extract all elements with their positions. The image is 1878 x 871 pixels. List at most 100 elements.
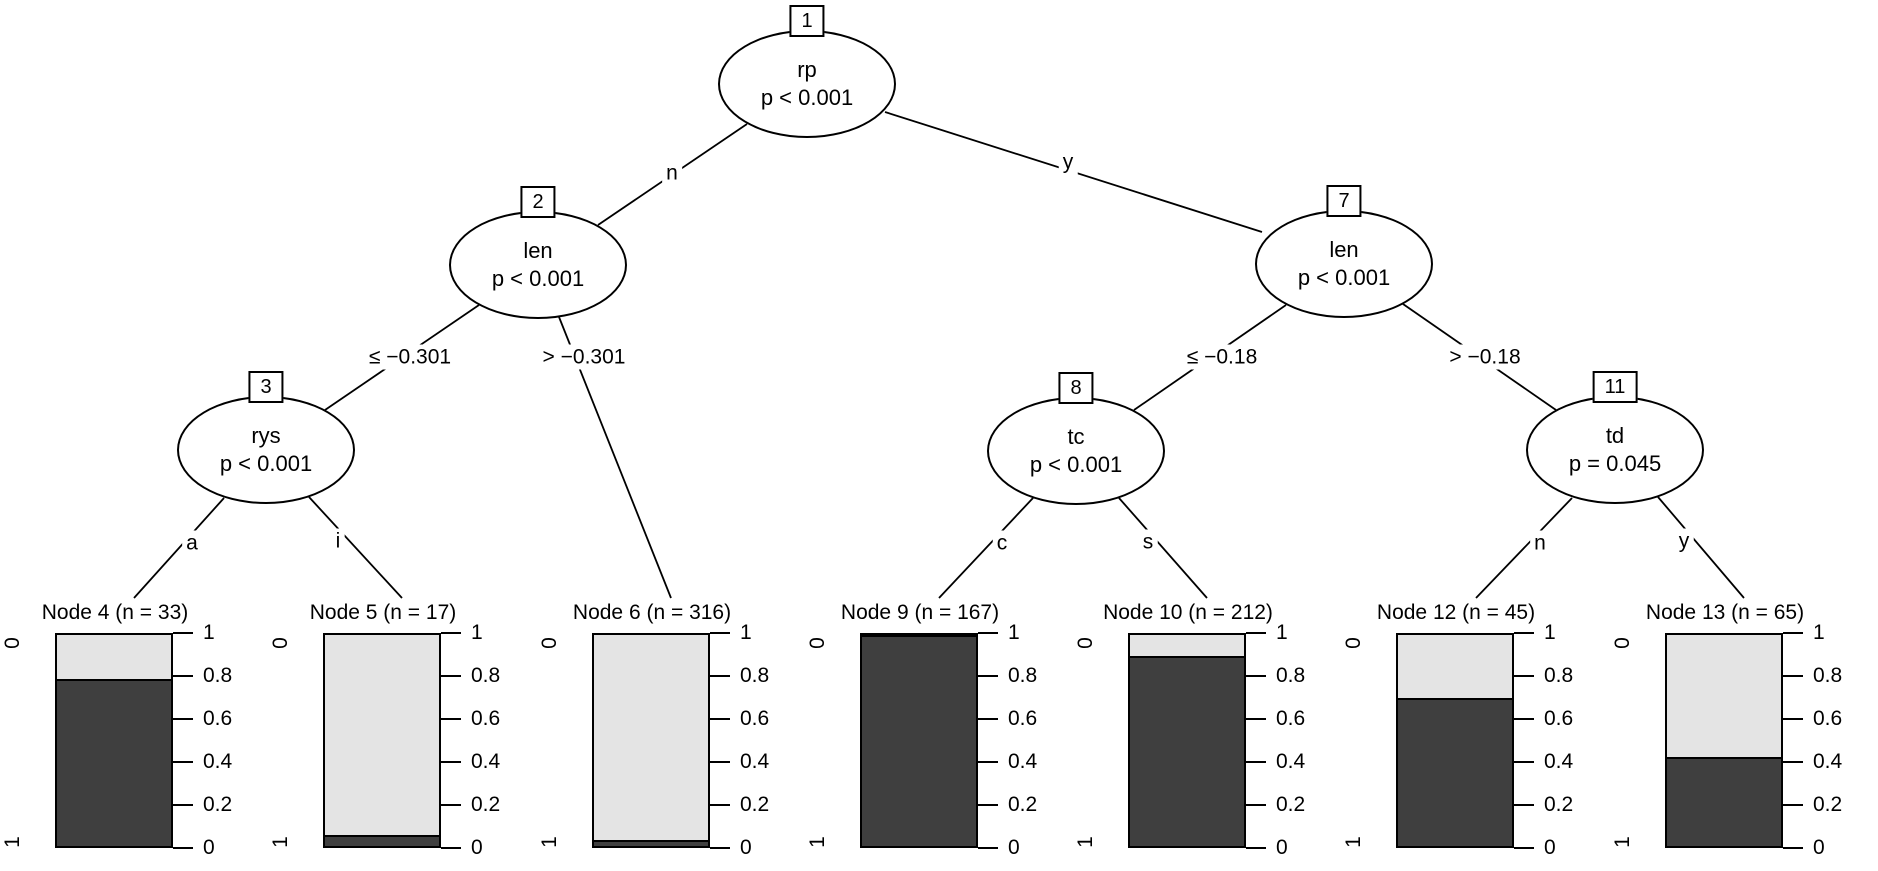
category-label-0: 0 bbox=[269, 637, 292, 649]
axis-tick bbox=[710, 675, 730, 677]
axis-tick-label: 1 bbox=[203, 621, 215, 644]
axis-tick bbox=[710, 632, 730, 634]
axis-tick bbox=[1783, 804, 1803, 806]
p-value: p = 0.045 bbox=[1568, 451, 1662, 476]
node-id-badge: 11 bbox=[1592, 371, 1638, 403]
category-label-0: 0 bbox=[806, 637, 829, 649]
split-variable: td bbox=[1605, 423, 1625, 448]
axis-tick-label: 0.6 bbox=[740, 707, 770, 730]
axis-tick-label: 0.2 bbox=[1813, 793, 1843, 816]
edge-label-gt-018: > −0.18 bbox=[1445, 344, 1525, 370]
axis-tick bbox=[441, 718, 461, 720]
terminal-panel-node-10: Node 10 (n = 212) 0 1 1 0.8 0.6 0.4 0.2 … bbox=[1073, 0, 1341, 871]
node-id-badge: 2 bbox=[520, 186, 556, 218]
axis-tick bbox=[1514, 632, 1534, 634]
tree-node-3: 3 rys p < 0.001 bbox=[177, 371, 355, 504]
edge-label-le-018: ≤ −0.18 bbox=[1182, 344, 1262, 370]
axis-tick bbox=[173, 718, 193, 720]
split-variable: tc bbox=[1067, 424, 1085, 449]
axis-tick-label: 0.2 bbox=[1276, 793, 1306, 816]
axis-tick-label: 0.6 bbox=[1544, 707, 1574, 730]
terminal-title: Node 4 (n = 33) bbox=[41, 601, 189, 624]
axis-tick bbox=[441, 847, 461, 849]
stacked-bar bbox=[1665, 633, 1783, 848]
category-label-0: 0 bbox=[1074, 637, 1097, 649]
edge-label-n2: n bbox=[1530, 530, 1550, 556]
axis-tick-label: 0.6 bbox=[203, 707, 233, 730]
category-label-1: 1 bbox=[1611, 836, 1634, 848]
node-text: td p = 0.045 bbox=[1526, 396, 1704, 504]
axis-tick bbox=[1514, 675, 1534, 677]
axis-tick-label: 0.4 bbox=[1276, 750, 1306, 773]
axis-tick-label: 0 bbox=[1276, 836, 1288, 859]
stacked-bar bbox=[592, 633, 710, 848]
axis-tick bbox=[1246, 804, 1266, 806]
axis-tick-label: 1 bbox=[1813, 621, 1825, 644]
node-id-badge: 1 bbox=[789, 5, 825, 37]
axis-tick-label: 0.6 bbox=[1008, 707, 1038, 730]
terminal-title: Node 10 (n = 212) bbox=[1103, 601, 1273, 624]
axis-tick bbox=[173, 804, 193, 806]
axis-tick-label: 0.8 bbox=[740, 664, 770, 687]
p-value: p < 0.001 bbox=[491, 266, 585, 291]
stacked-bar bbox=[860, 633, 978, 848]
axis-tick-label: 1 bbox=[1544, 621, 1556, 644]
axis-tick-label: 0 bbox=[1008, 836, 1020, 859]
edge-line-8-10 bbox=[1118, 497, 1208, 599]
tree-node-1: 1 rp p < 0.001 bbox=[718, 5, 896, 138]
axis-tick-label: 0.8 bbox=[1008, 664, 1038, 687]
bar-segment-dark bbox=[57, 679, 171, 846]
axis-tick-label: 1 bbox=[1008, 621, 1020, 644]
axis-tick bbox=[978, 761, 998, 763]
category-label-0: 0 bbox=[538, 637, 561, 649]
axis-tick bbox=[173, 675, 193, 677]
axis-tick-label: 0.6 bbox=[1813, 707, 1843, 730]
split-variable: len bbox=[1329, 237, 1359, 262]
terminal-title: Node 9 (n = 167) bbox=[840, 601, 1000, 624]
edge-label-n: n bbox=[662, 160, 682, 186]
stacked-bar bbox=[323, 633, 441, 848]
edge-label-s: s bbox=[1138, 529, 1158, 555]
bar-segment-dark bbox=[862, 635, 976, 846]
node-ellipse bbox=[1255, 210, 1433, 318]
edge-line-11-13 bbox=[1657, 496, 1745, 599]
tree-node-11: 11 td p = 0.045 bbox=[1526, 371, 1704, 504]
p-value: p < 0.001 bbox=[760, 85, 854, 110]
axis-tick bbox=[1514, 804, 1534, 806]
axis-tick-label: 0.8 bbox=[1813, 664, 1843, 687]
axis-tick bbox=[1514, 761, 1534, 763]
axis-tick-label: 0.2 bbox=[1544, 793, 1574, 816]
bar-segment-dark bbox=[325, 835, 439, 846]
terminal-panel-node-5: Node 5 (n = 17) 0 1 1 0.8 0.6 0.4 0.2 0 bbox=[268, 0, 536, 871]
node-id-badge: 8 bbox=[1058, 372, 1094, 404]
axis-tick bbox=[1783, 675, 1803, 677]
axis-tick bbox=[173, 847, 193, 849]
axis-tick bbox=[441, 675, 461, 677]
edge-line-3-4 bbox=[133, 497, 225, 599]
terminal-panel-node-12: Node 12 (n = 45) 0 1 1 0.8 0.6 0.4 0.2 0 bbox=[1341, 0, 1609, 871]
axis-tick bbox=[1246, 632, 1266, 634]
terminal-title: Node 5 (n = 17) bbox=[309, 601, 457, 624]
axis-tick-label: 0.2 bbox=[203, 793, 233, 816]
axis-tick bbox=[978, 675, 998, 677]
split-variable: rys bbox=[251, 423, 281, 448]
axis-tick-label: 0.4 bbox=[471, 750, 501, 773]
edge-line-3-5 bbox=[308, 496, 403, 599]
terminal-panel-node-13: Node 13 (n = 65) 0 1 1 0.8 0.6 0.4 0.2 0 bbox=[1610, 0, 1878, 871]
category-label-1: 1 bbox=[1, 836, 24, 848]
stacked-bar bbox=[1128, 633, 1246, 848]
axis-tick-label: 0.4 bbox=[740, 750, 770, 773]
axis-tick-label: 0 bbox=[740, 836, 752, 859]
axis-tick-label: 0.2 bbox=[471, 793, 501, 816]
axis-tick bbox=[710, 718, 730, 720]
p-value: p < 0.001 bbox=[219, 451, 313, 476]
node-text: len p < 0.001 bbox=[449, 211, 627, 319]
axis-tick bbox=[978, 718, 998, 720]
axis-tick bbox=[1783, 847, 1803, 849]
bar-segment-dark bbox=[1667, 757, 1781, 846]
category-label-0: 0 bbox=[1342, 637, 1365, 649]
edge-label-y2: y bbox=[1674, 528, 1694, 554]
axis-tick bbox=[978, 804, 998, 806]
category-label-1: 1 bbox=[538, 836, 561, 848]
